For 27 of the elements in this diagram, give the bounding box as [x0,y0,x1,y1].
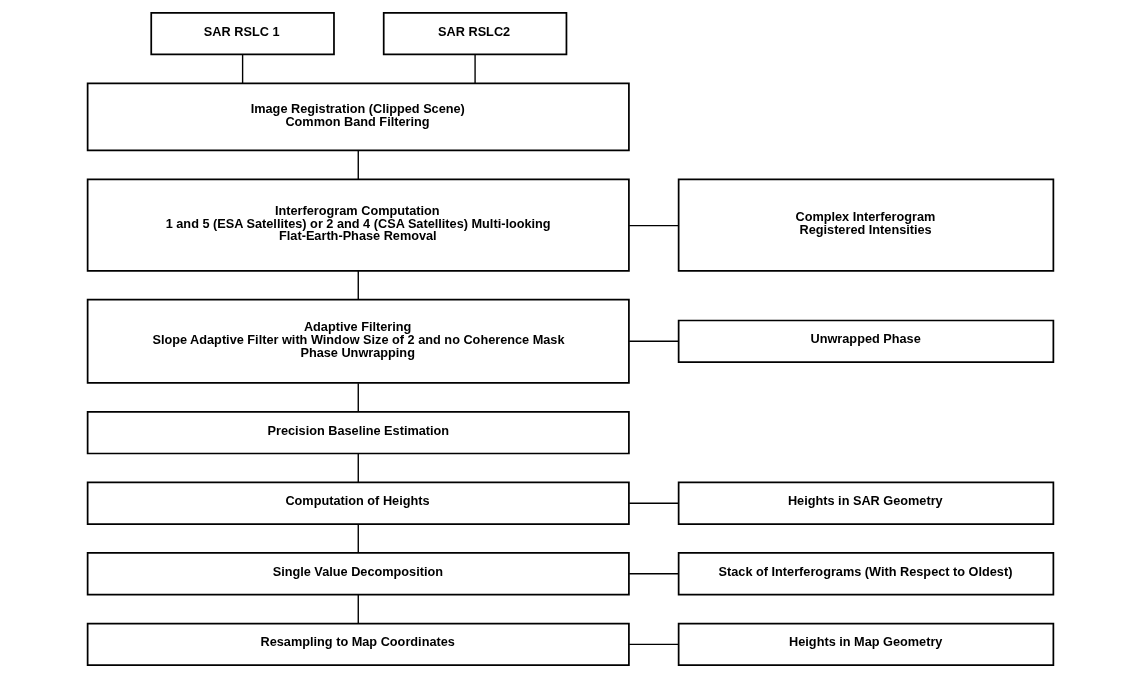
node-box: Complex Interferogram Registered Intensities [677,178,1055,272]
node-box: Adaptive Filtering Slope Adaptive Filter with Window Size of 2 and no Coherence Mask Phase Unwrapping [86,298,630,384]
connector [628,573,680,575]
node-box: Single Value Decomposition [86,552,630,596]
connector [357,523,359,554]
connector [474,54,476,84]
connector [357,270,359,301]
node-box: Resampling to Map Coordinates [86,622,630,667]
node-box: SAR RSLC 1 [150,11,335,56]
connector [357,382,359,413]
connector [357,149,359,180]
connector [628,340,680,342]
connector [628,502,680,504]
node-box: Computation of Heights [86,481,630,525]
node-box: Heights in SAR Geometry [677,481,1055,525]
node-box: Interferogram Computation 1 and 5 (ESA Satellites) or 2 and 4 (CSA Satellites) Multi-looking Flat-Earth-Phase Removal [86,178,630,272]
connector [241,54,244,84]
node-box: Stack of Interferograms (With Respect to Oldest) [677,552,1055,596]
node-box: Image Registration (Clipped Scene) Common Band Filtering [86,82,630,152]
connector [357,594,359,624]
node-box: SAR RSLC2 [382,11,568,56]
node-box: Heights in Map Geometry [677,622,1055,667]
connector [357,453,359,483]
node-box: Precision Baseline Estimation [86,411,630,455]
connector [628,643,680,646]
node-box: Unwrapped Phase [677,319,1055,363]
connector [628,224,680,227]
